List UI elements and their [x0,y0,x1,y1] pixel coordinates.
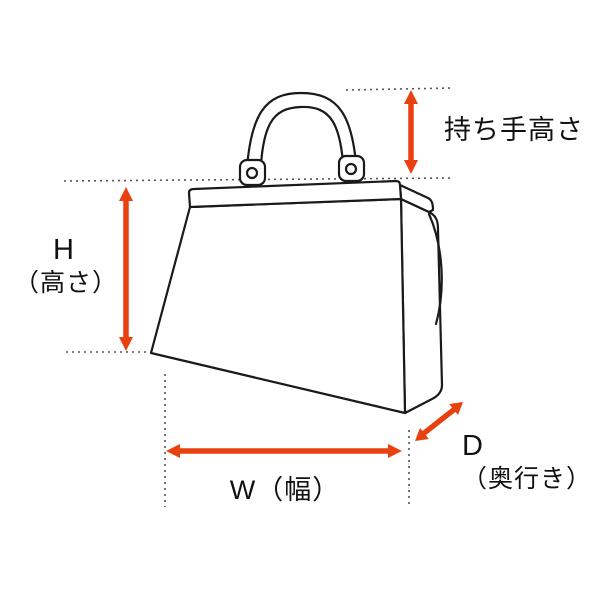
depth-letter: D [462,430,484,462]
guide-dotted-lines [63,87,453,507]
height-caption: （高さ） [14,269,119,298]
depth-arrow [415,402,463,441]
handle-height-arrow [404,90,418,174]
bag-frame-front [187,179,403,209]
width-arrow [166,444,402,458]
bag-frame-side [398,183,435,214]
handbag-illustration [149,91,444,415]
depth-caption: （奥行き） [462,465,593,494]
bag-handle-ring-right [344,162,358,176]
bag-handle-ring-left [245,166,259,180]
height-label: H （高さ） [14,232,119,300]
handle-height-label: 持ち手高さ [444,115,584,145]
bag-side-gusset [399,197,444,415]
bag-body-front [149,197,407,415]
bag-side-seam [427,212,443,326]
dimension-arrows [119,90,463,458]
depth-label: D （奥行き） [462,428,592,496]
guide-handle-top [345,87,453,91]
width-label: W（幅） [229,475,341,505]
height-letter: H [53,234,75,266]
height-arrow [119,187,133,351]
